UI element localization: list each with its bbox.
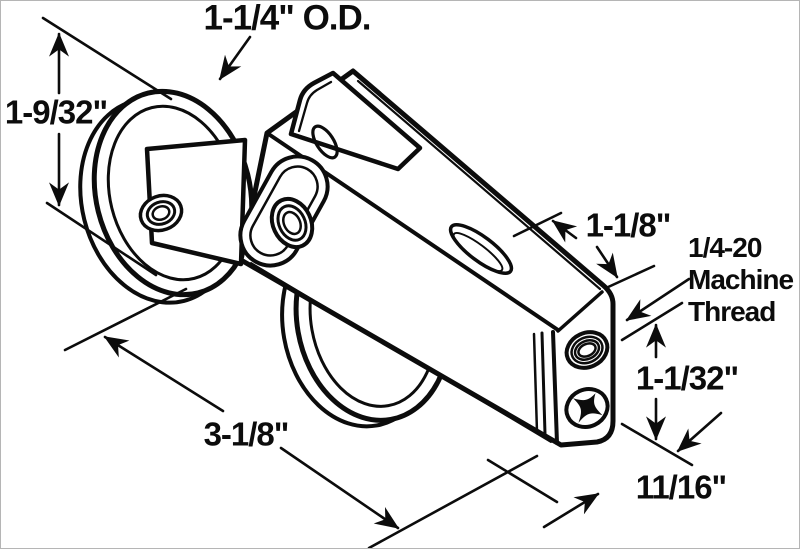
od-leader-arrow xyxy=(218,35,252,81)
dim-label-block-width: 11/16" xyxy=(635,468,727,506)
dim-label-roller-height: 1-9/32" xyxy=(4,93,108,131)
housing-length-dimension xyxy=(63,287,539,548)
thread-note-line3: Thread xyxy=(688,296,776,327)
roller-hardware-drawing xyxy=(78,68,616,448)
end-block xyxy=(564,330,610,429)
dim-label-block-height: 1-1/32" xyxy=(635,359,739,397)
housing-width-dimension xyxy=(512,211,656,290)
thread-leader-arrow xyxy=(625,277,691,322)
phillips-screw xyxy=(564,387,610,429)
dim-label-od: 1-1/4" O.D. xyxy=(203,0,371,38)
bracket-tab xyxy=(288,70,423,172)
pivot-rivet xyxy=(269,196,315,250)
pivot-link xyxy=(238,154,330,268)
threaded-hole xyxy=(564,330,610,370)
dim-label-housing-length: 3-1/8" xyxy=(203,415,290,453)
bracket-plate xyxy=(138,137,248,267)
block-width-dimension xyxy=(486,411,723,529)
plate-rivet xyxy=(138,193,184,233)
housing xyxy=(238,68,616,448)
roller-height-dimension xyxy=(41,16,173,277)
block-height-dimension xyxy=(620,301,694,467)
dimension-graphics xyxy=(41,16,723,548)
thread-note-line2: Machine xyxy=(688,264,794,295)
thread-note-line1: 1/4-20 xyxy=(688,232,762,263)
dim-label-housing-width: 1-1/8" xyxy=(585,206,672,244)
thread-note: 1/4-20 Machine Thread xyxy=(688,232,794,328)
